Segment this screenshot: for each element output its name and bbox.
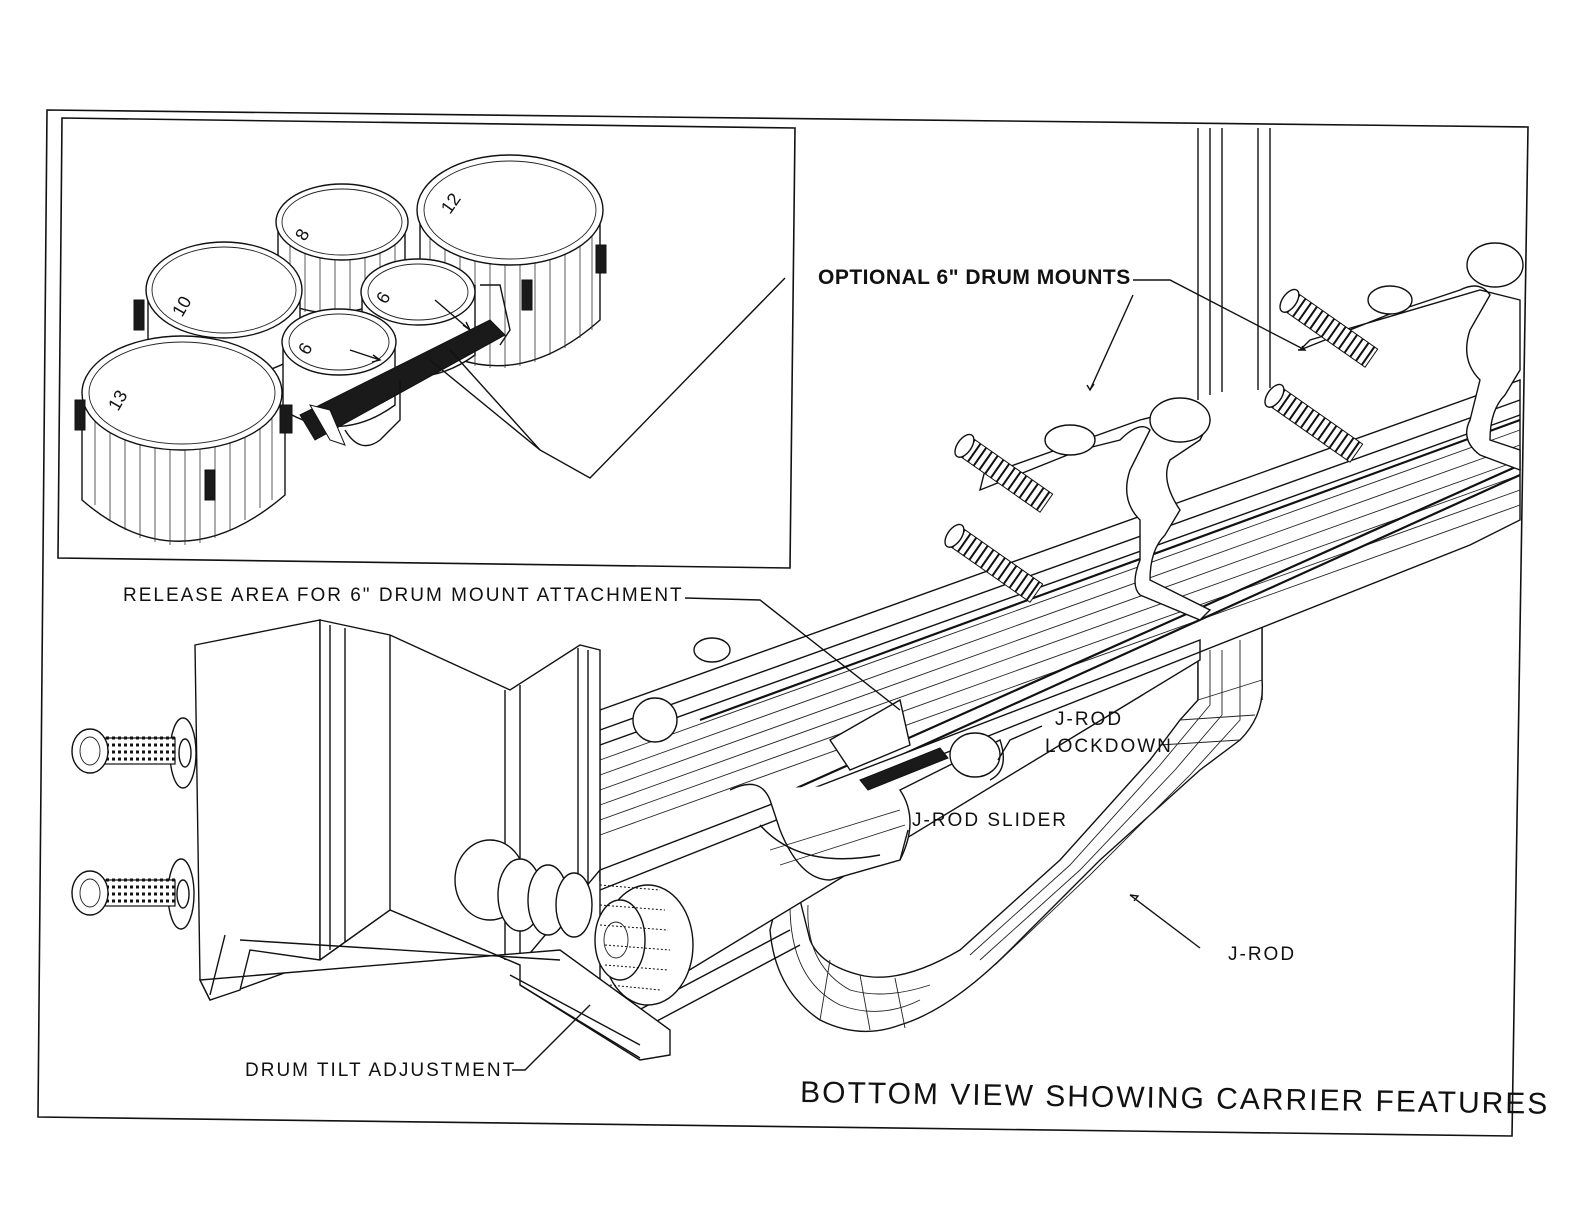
bolt-lower <box>71 858 195 930</box>
lockdown-knob <box>949 732 1001 778</box>
label-drum-tilt-adjustment: DRUM TILT ADJUSTMENT <box>245 1060 516 1081</box>
drum-tilt-knob <box>454 839 694 1006</box>
label-j-rod-lockdown-line1: J-ROD <box>1055 709 1123 730</box>
rail-plug <box>632 697 678 743</box>
drawing-title: BOTTOM VIEW SHOWING CARRIER FEATURES <box>800 1076 1550 1121</box>
drum-13 <box>74 335 286 545</box>
label-release-area: RELEASE AREA FOR 6" DRUM MOUNT ATTACHMEN… <box>123 585 684 606</box>
rail-cap <box>693 637 731 663</box>
inset-leader <box>449 277 786 479</box>
label-j-rod-slider: J-ROD SLIDER <box>912 810 1068 831</box>
vertical-post <box>1197 128 1271 700</box>
drum-mount-rear <box>1299 242 1524 472</box>
label-j-rod: J-ROD <box>1228 944 1296 965</box>
leader-lines <box>512 279 1307 1071</box>
label-j-rod-lockdown-line2: LOCKDOWN <box>1045 736 1173 757</box>
inset-panel: 13 10 8 12 6 6 <box>57 117 796 569</box>
threaded-posts <box>944 288 1379 603</box>
label-optional-drum-mounts: OPTIONAL 6" DRUM MOUNTS <box>818 266 1131 289</box>
inset-carrier-bar <box>279 284 511 447</box>
bracket-bolts <box>71 717 197 930</box>
drawing-border <box>37 109 1529 1137</box>
bolt-upper <box>71 717 197 789</box>
j-rod <box>769 613 1264 1033</box>
mounting-bracket <box>194 619 671 1061</box>
drum-mount-front <box>978 397 1212 621</box>
j-rod-slider <box>729 698 1004 881</box>
